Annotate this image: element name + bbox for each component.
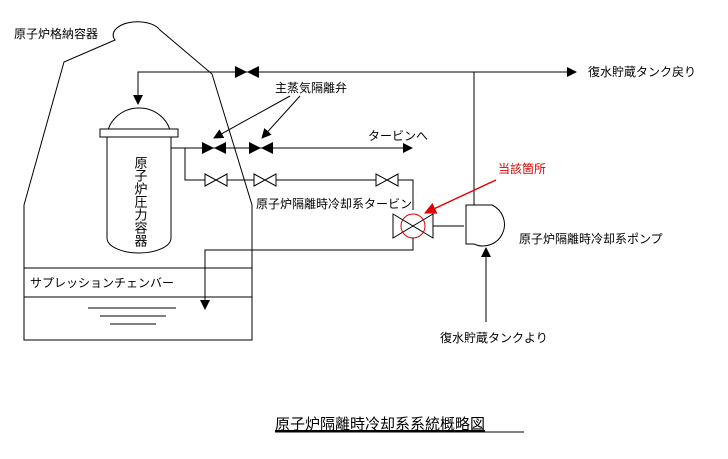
msiv-inner	[202, 142, 226, 154]
containment-label: 原子炉格納容器	[14, 26, 98, 41]
location-label: 当該箇所	[498, 161, 546, 176]
return-line-valve	[235, 66, 259, 78]
reactor-pressure-vessel	[99, 107, 179, 254]
diagram-title: 原子炉隔離時冷却系系統概略図	[275, 415, 485, 433]
containment-vessel	[23, 21, 253, 341]
rcic-pump-label: 原子炉隔離時冷却系ポンプ	[519, 232, 663, 246]
msiv-label: 主蒸気隔離弁	[275, 80, 347, 95]
msiv-pointer-2	[261, 95, 301, 139]
location-pointer	[424, 179, 497, 214]
to-turbine-label: タービンへ	[368, 129, 428, 143]
from-cst-label: 復水貯蔵タンクより	[440, 330, 548, 345]
rcic-pump	[465, 204, 505, 247]
msiv-outer	[249, 142, 273, 154]
rcic-turbine	[392, 213, 434, 239]
rcic-steam-line	[184, 148, 414, 210]
rcic-steam-valve-2	[253, 173, 277, 187]
msiv-pointer-1	[213, 95, 291, 139]
suppression-chamber-label: サプレッションチェンバー	[30, 276, 174, 290]
rpv-label: 原子炉圧力容器	[132, 156, 148, 248]
rcic-turbine-label: 原子炉隔離時冷却系タービン	[256, 197, 412, 211]
cst-return-label: 復水貯蔵タンク戻り	[588, 64, 696, 79]
rcic-steam-valve-1	[204, 173, 228, 187]
rcic-steam-valve-3	[375, 173, 399, 187]
return-line	[133, 71, 574, 105]
turbine-exhaust-line	[200, 238, 414, 310]
